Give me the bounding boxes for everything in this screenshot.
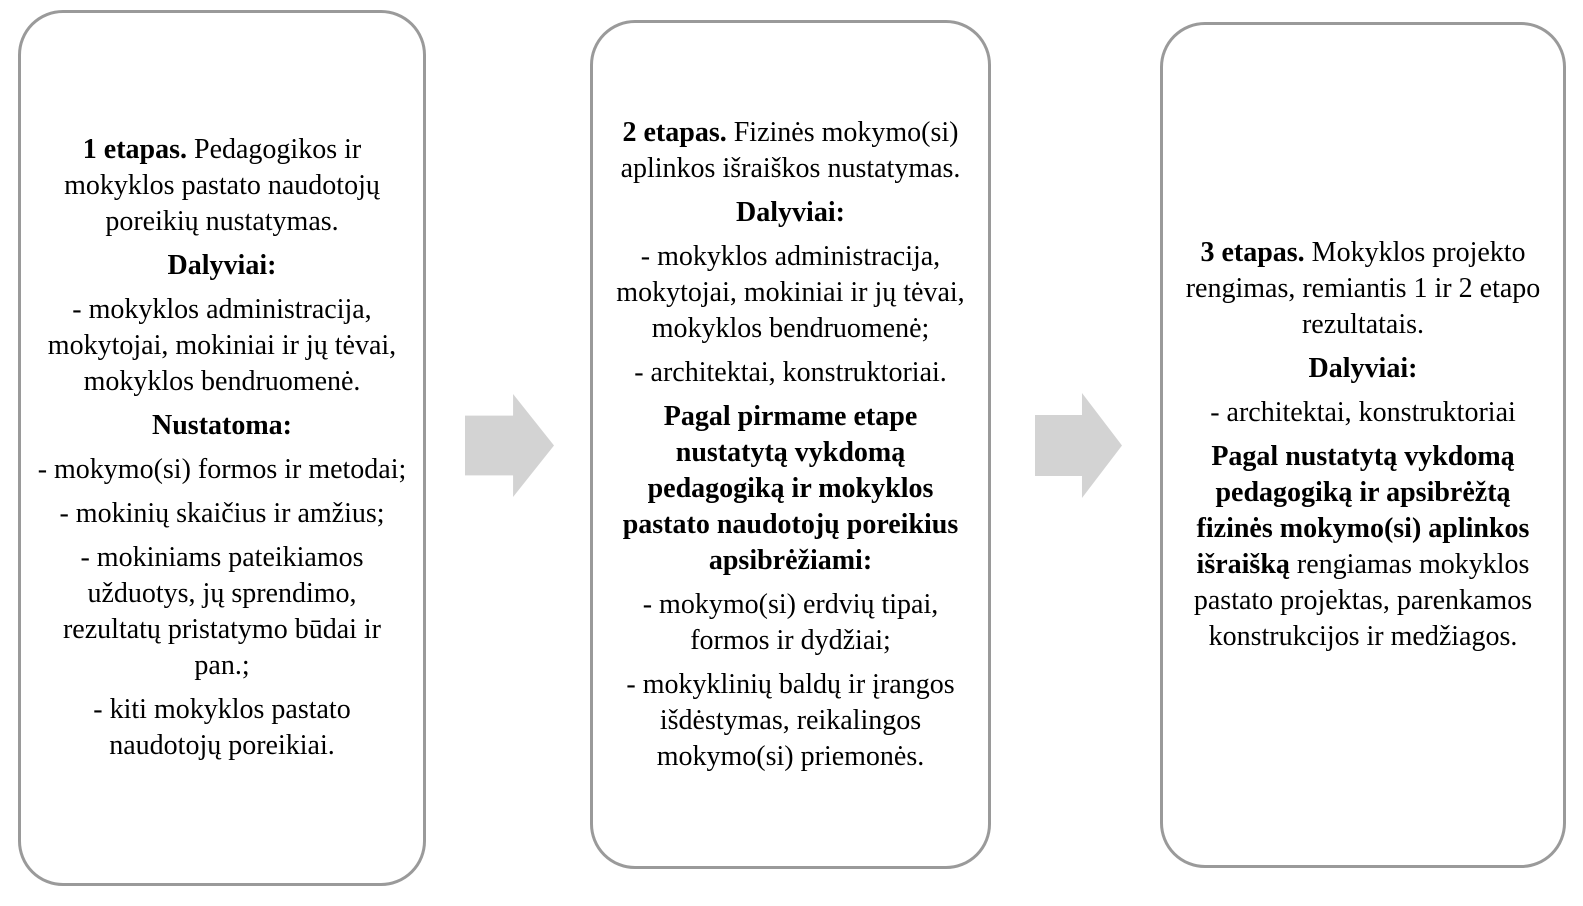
stage-1-list-item: - mokiniams pateikiamos užduotys, jų spr…	[62, 542, 382, 681]
stage-3-closing-bold: Pagal nustatytą vykdomą pedagogiką ir ap…	[1196, 441, 1530, 580]
arrow-right-icon	[1035, 393, 1122, 498]
stage-2-title-text: Fizinės mokymo(si) aplinkos išraiškos nu…	[620, 116, 961, 184]
stage-1-determined-heading: Nustatoma:	[152, 410, 292, 441]
stage-1-list-item: - kiti mokyklos pastato naudotojų poreik…	[93, 694, 351, 761]
stage-3-title-text: Mokyklos projekto rengimas, remiantis 1 …	[1185, 237, 1541, 340]
stage-1-number: 1 etapas.	[82, 134, 187, 165]
stage-3-participant-item: - architektai, konstruktoriai	[1210, 397, 1516, 428]
stage-2-box: 2 etapas. Fizinės mokymo(si) aplinkos iš…	[590, 20, 991, 869]
stage-1-participants-heading: Dalyviai:	[167, 250, 277, 281]
stage-2-number: 2 etapas.	[622, 116, 727, 148]
stage-2-participant-item: - mokyklos administracija, mokytojai, mo…	[616, 240, 965, 344]
stage-2-participant-item: - architektai, konstruktoriai.	[634, 356, 947, 388]
stage-2-list-item: - mokyklinių baldų ir įrangos išdėstymas…	[626, 668, 955, 772]
stage-3-participants-heading: Dalyviai:	[1308, 353, 1418, 384]
stage-1-title: 1 etapas. Pedagogikos ir mokyklos pastat…	[36, 132, 408, 240]
stage-1-title-text: Pedagogikos ir mokyklos pastato naudotoj…	[64, 134, 380, 237]
stage-3-box: 3 etapas. Mokyklos projekto rengimas, re…	[1160, 22, 1566, 868]
stage-3-closing: Pagal nustatytą vykdomą pedagogiką ir ap…	[1178, 439, 1548, 655]
stage-2-title: 2 etapas. Fizinės mokymo(si) aplinkos iš…	[608, 115, 973, 187]
stage-3-title: 3 etapas. Mokyklos projekto rengimas, re…	[1178, 235, 1548, 343]
stage-3-number: 3 etapas.	[1200, 237, 1305, 268]
stage-2-participants-heading: Dalyviai:	[736, 196, 845, 228]
stage-1-box: 1 etapas. Pedagogikos ir mokyklos pastat…	[18, 10, 426, 886]
arrow-right-icon	[465, 394, 554, 497]
stage-1-list-item: - mokymo(si) formos ir metodai;	[37, 454, 407, 485]
stage-3-closing-text: rengiamas mokyklos pastato projektas, pa…	[1193, 549, 1533, 652]
stage-2-list-item: - mokymo(si) erdvių tipai, formos ir dyd…	[642, 588, 939, 656]
stage-2-defined-heading: Pagal pirmame etape nustatytą vykdomą pe…	[622, 400, 959, 576]
stage-1-list-item: - mokinių skaičius ir amžius;	[59, 498, 385, 529]
stage-1-participant-item: - mokyklos administracija, mokytojai, mo…	[47, 294, 397, 397]
